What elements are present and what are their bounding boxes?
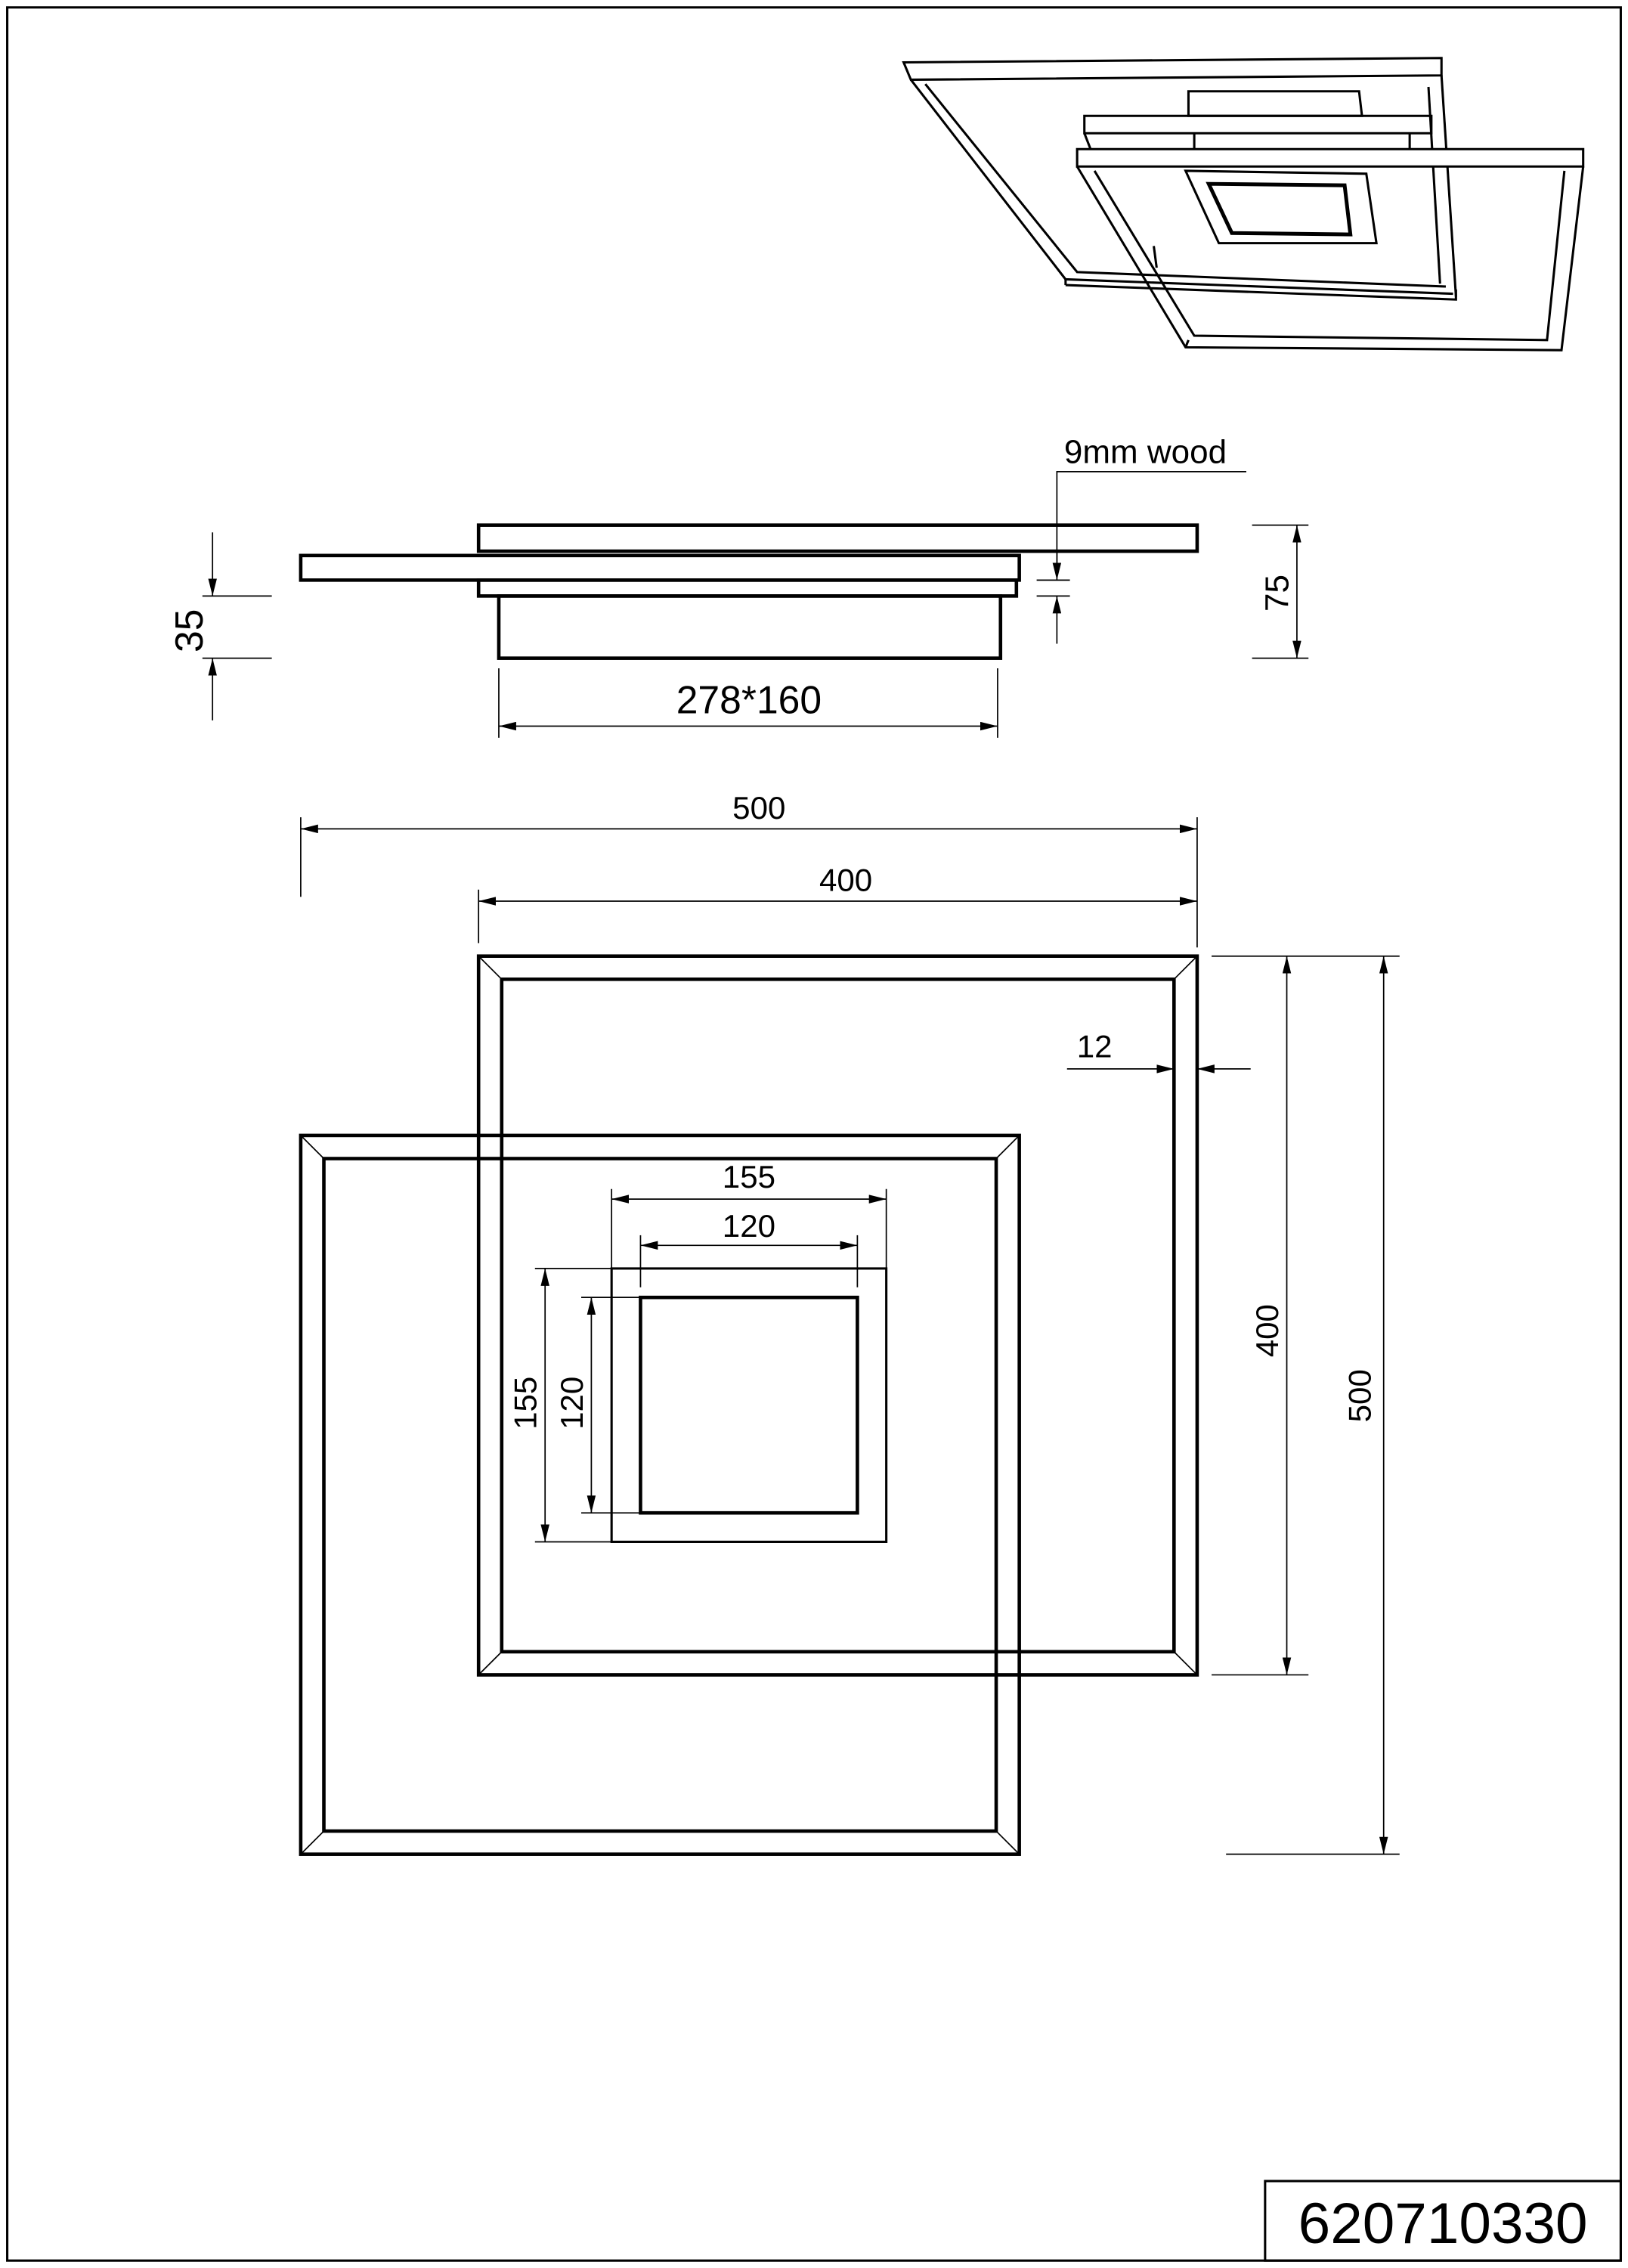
center-inner-width-label: 120 [723,1208,775,1244]
frame-width-label: 400 [819,863,872,898]
center-base-inner [639,1295,859,1515]
center-inner-height-label: 120 [554,1377,590,1430]
perspective-view [902,57,1585,352]
body-height-label: 35 [167,609,211,652]
total-width-label: 500 [732,790,785,826]
base-size-label: 278*160 [676,677,822,721]
top-plate [476,523,1199,553]
base-body [497,594,1003,660]
title-block [1264,2180,1622,2262]
wood-thickness-label: 9mm wood [1064,433,1227,470]
frame-height-label: 400 [1249,1304,1285,1357]
plan-view: 500 400 155 120 [299,790,1400,1856]
sheet-border [6,6,1622,2262]
total-height-label: 75 [1258,575,1295,612]
part-number: 620710330 [1298,2192,1588,2256]
center-base-outer [610,1267,888,1543]
back-frame [476,954,1199,1677]
center-outer-width-label: 155 [723,1159,775,1194]
lower-plate [299,553,1021,582]
frame-thickness-label: 12 [1077,1029,1113,1064]
mount-plate [476,578,1019,598]
front-frame [299,1133,1021,1856]
side-view: 9mm wood 35 75 278*160 [167,433,1309,738]
total-height-plan-label: 500 [1342,1369,1377,1422]
center-outer-height-label: 155 [508,1377,543,1430]
